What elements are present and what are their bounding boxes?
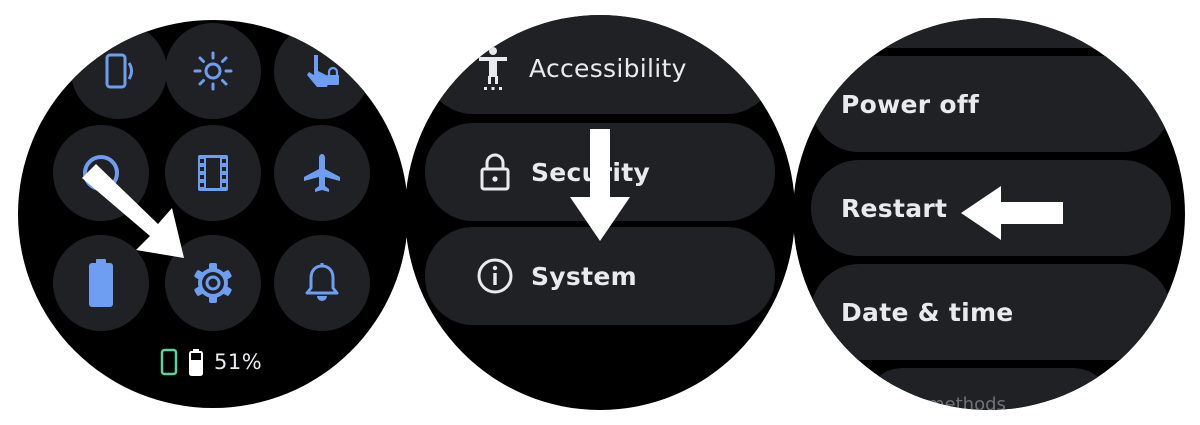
quick-settings-watch-screen: 51%	[18, 20, 408, 408]
pointer-arrow-down	[570, 129, 630, 241]
next-item-partial-label: methods	[927, 394, 1006, 410]
menu-item-date-time[interactable]: Date & time	[811, 264, 1171, 360]
accessibility-icon	[479, 47, 507, 90]
menu-item-label: Power off	[841, 89, 980, 119]
phone-vibrate-icon	[105, 53, 133, 89]
menu-item-label: Restart	[841, 193, 948, 223]
menu-item-accessibility[interactable]: Accessibility	[425, 15, 775, 114]
film-icon	[198, 155, 228, 191]
next-item-partial[interactable]: methods	[863, 368, 1113, 410]
status-bar: 51%	[160, 348, 262, 376]
pointer-arrow-diagonal	[82, 164, 184, 258]
menu-item-label: Accessibility	[529, 53, 687, 83]
settings-tile[interactable]	[165, 235, 261, 331]
film-tile[interactable]	[165, 125, 261, 221]
previous-item-partial	[833, 18, 1143, 48]
notifications-tile[interactable]	[274, 235, 370, 331]
settings-gear-icon	[194, 263, 232, 303]
system-menu-watch-screen: Power off Restart Date & time methods	[793, 18, 1185, 410]
menu-item-system[interactable]: System	[425, 227, 775, 325]
battery-icon	[189, 349, 203, 376]
lock-icon	[480, 153, 510, 191]
airplane-mode-tile[interactable]	[274, 125, 370, 221]
menu-item-label: Date & time	[841, 297, 1014, 327]
touch-lock-tile[interactable]	[274, 23, 370, 119]
pointer-arrow-left	[961, 186, 1063, 240]
brightness-tile[interactable]	[165, 23, 261, 119]
phone-connected-icon	[160, 348, 178, 376]
brightness-icon	[193, 51, 233, 91]
airplane-icon	[304, 154, 340, 192]
phone-vibrate-tile[interactable]	[71, 23, 167, 119]
info-icon	[477, 258, 513, 294]
menu-item-power-off[interactable]: Power off	[811, 56, 1171, 152]
battery-percentage: 51%	[214, 350, 263, 374]
touch-lock-icon	[307, 55, 339, 87]
settings-list-watch-screen: Accessibility Security System	[405, 15, 795, 410]
battery-saver-tile[interactable]	[53, 235, 149, 331]
bell-icon	[305, 263, 339, 301]
menu-item-label: System	[531, 261, 637, 291]
battery-saver-icon	[89, 259, 113, 307]
